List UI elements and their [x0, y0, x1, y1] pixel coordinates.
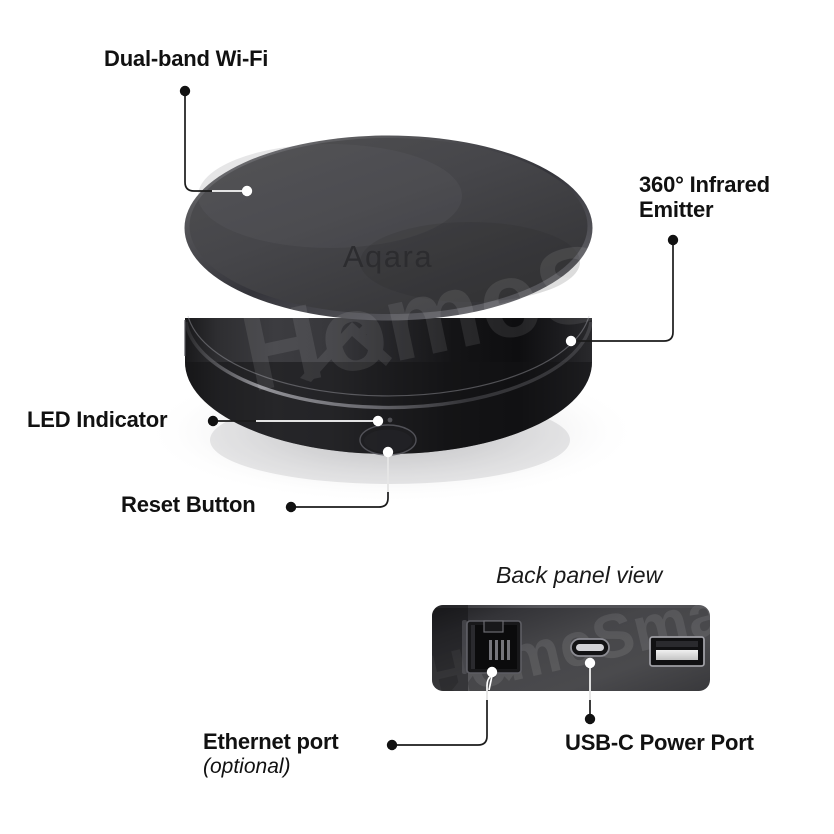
leader-origin-dot	[386, 739, 398, 751]
svg-text:Aqara: Aqara	[343, 239, 433, 274]
leader-target-dot	[382, 446, 394, 458]
leader-target-dot	[486, 666, 498, 678]
callout-label-ethernet-port-optional: (optional)	[203, 754, 291, 778]
back-panel-view-title: Back panel view	[496, 562, 663, 588]
callout-label-dual-band-wifi: Dual-band Wi-Fi	[104, 46, 269, 71]
leader-reset-button	[285, 446, 394, 513]
back-panel-left-shade	[432, 605, 468, 691]
reset-button-recess-inner	[364, 429, 412, 453]
callout-label-ethernet-port-main: Ethernet port	[203, 729, 339, 754]
leader-ethernet-port	[386, 666, 498, 751]
leader-target-dot	[241, 185, 253, 197]
leader-target-dot	[372, 415, 384, 427]
usb-c-port[interactable]	[570, 638, 610, 657]
device-top-sheen-2	[360, 222, 580, 302]
usb-a-port[interactable]	[649, 636, 705, 667]
led-indicator-dot	[387, 417, 393, 423]
leader-target-dot	[565, 335, 577, 347]
device-rim-highlight	[184, 321, 593, 410]
callout-label-ethernet-port: Ethernet port(optional)	[203, 729, 339, 778]
callout-label-ir-emitter-line1: 360° Infrared	[639, 172, 770, 197]
aqara-wordmark: Aqara	[343, 239, 433, 274]
callout-label-reset-button: Reset Button	[121, 492, 256, 517]
leader-ir-emitter	[565, 234, 679, 347]
leader-origin-dot	[584, 713, 596, 725]
callout-label-ir-emitter-line2: Emitter	[639, 196, 714, 222]
ethernet-rj45-port[interactable]	[462, 620, 522, 674]
leader-target-dot	[584, 657, 596, 669]
leader-origin-dot	[207, 415, 219, 427]
callout-label-usb-c-power-port: USB-C Power Port	[565, 730, 754, 755]
leader-dual-band-wifi	[179, 85, 253, 197]
back-panel-top-highlight	[432, 605, 710, 608]
leader-origin-dot	[667, 234, 679, 246]
leader-origin-dot	[285, 501, 297, 513]
device-top-surface	[189, 138, 588, 314]
device-rim-highlight-soft	[187, 315, 590, 397]
leader-led-indicator	[207, 415, 384, 427]
leader-origin-dot	[179, 85, 191, 97]
back-panel-group: HomeSmart	[432, 605, 710, 691]
leader-usb-c-power-port	[584, 657, 596, 725]
callout-label-led-indicator: LED Indicator	[27, 407, 168, 432]
device-top-sheen	[198, 144, 462, 248]
